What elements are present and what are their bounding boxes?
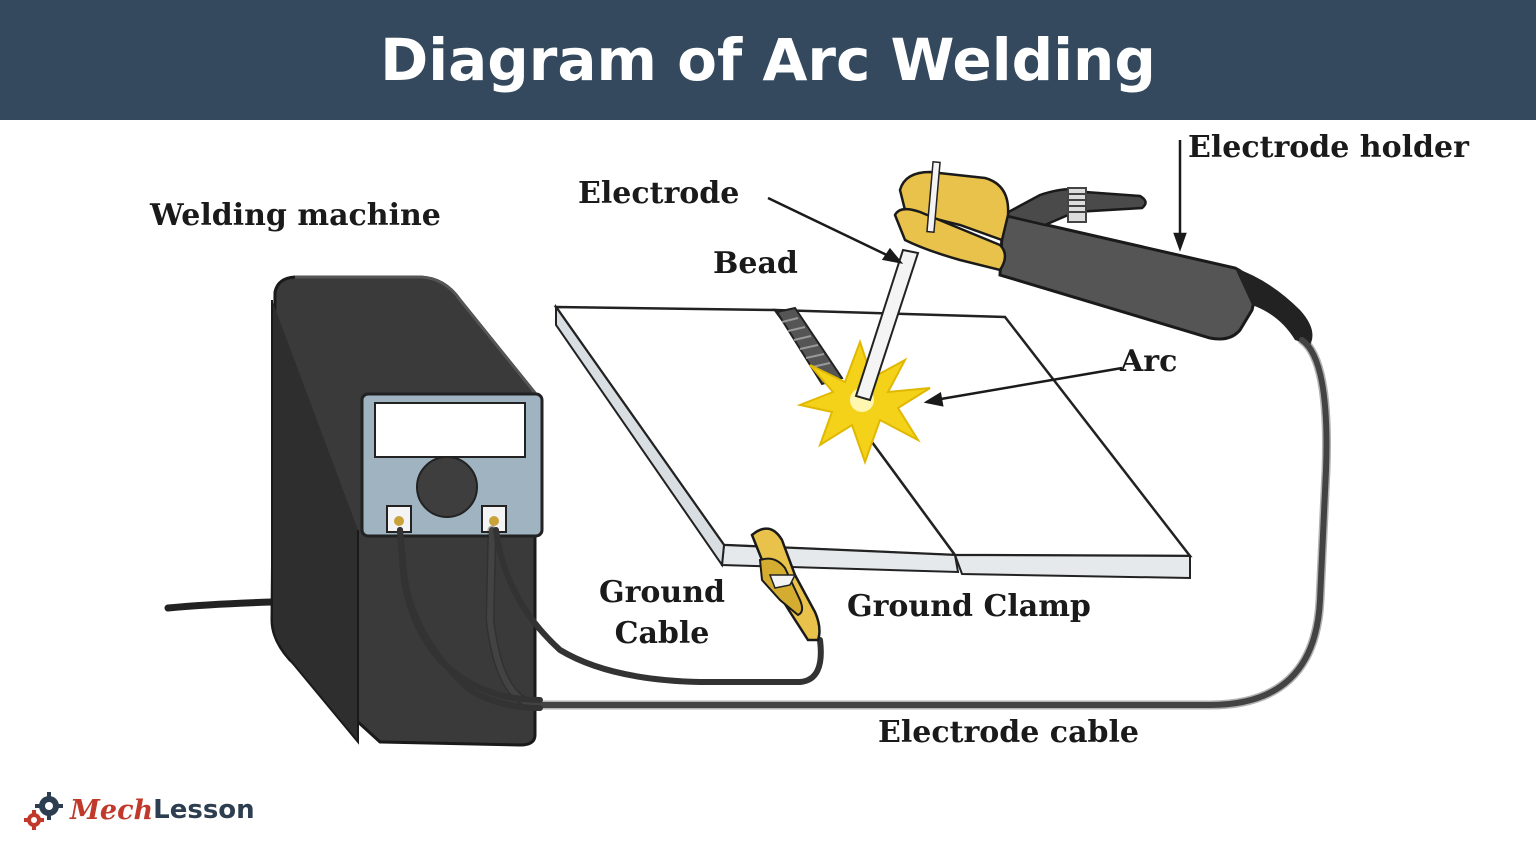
gear-icon [24, 792, 63, 830]
electrode-cable [486, 337, 1330, 708]
arrow-arc [934, 366, 1123, 402]
weld-bead [775, 306, 844, 386]
machine-display [374, 402, 526, 458]
electrode-rod [854, 248, 920, 402]
holder-spring [1067, 187, 1087, 223]
title-bar: Diagram of Arc Welding [0, 0, 1536, 120]
logo-lesson-text: Lesson [153, 795, 255, 825]
label-ground-clamp: Ground Clamp [847, 589, 1091, 624]
holder-handle [998, 213, 1256, 341]
label-ground-cable: Ground Cable [592, 576, 732, 650]
machine-top-edge [295, 275, 537, 394]
power-cord [164, 598, 276, 612]
plate-right-edge [953, 553, 1191, 580]
label-electrode-cable: Electrode cable [878, 715, 1139, 750]
machine-side [271, 300, 359, 745]
arrow-electrode [767, 196, 894, 260]
label-electrode-holder: Electrode holder [1188, 130, 1469, 165]
label-welding-machine: Welding machine [150, 198, 441, 233]
logo-mech-text: Mech [70, 794, 154, 826]
label-ground-cable-line2: Cable [614, 616, 710, 651]
pointer-arrows [767, 140, 1187, 407]
label-ground-cable-line1: Ground [598, 575, 726, 610]
ground-clamp [750, 527, 821, 642]
label-arc: Arc [1120, 344, 1178, 379]
page-title: Diagram of Arc Welding [380, 26, 1156, 94]
welding-machine [270, 275, 544, 747]
label-electrode: Electrode [578, 176, 740, 211]
machine-knob [416, 456, 478, 518]
label-bead: Bead [713, 246, 798, 281]
holder-jaw-bottom [893, 207, 1007, 272]
electrode-holder [893, 161, 1313, 345]
